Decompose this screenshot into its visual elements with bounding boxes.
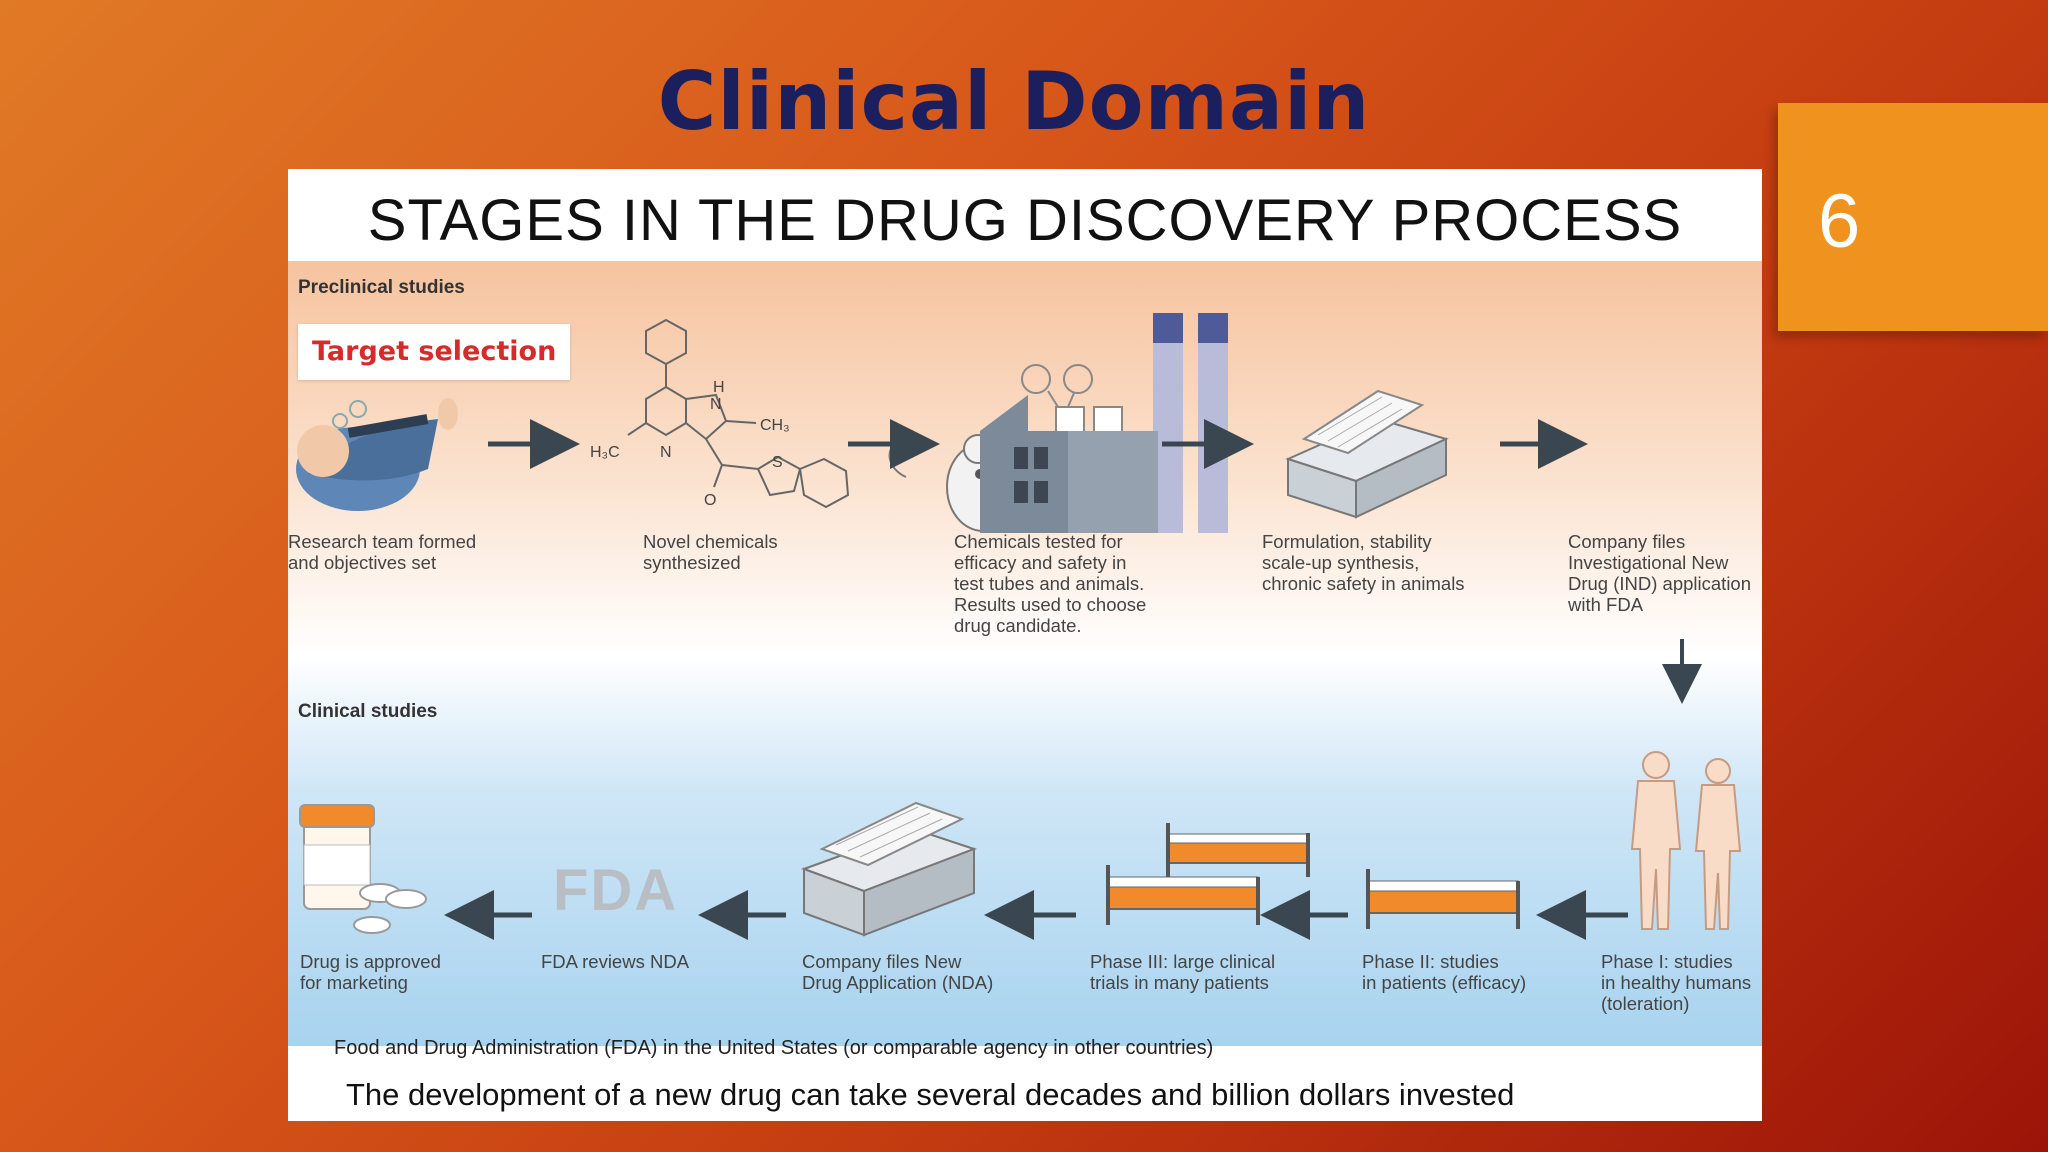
healthy-humans-icon <box>1630 751 1742 930</box>
fda-logo-text: FDA <box>553 858 679 923</box>
nda-document-icon <box>801 801 977 937</box>
caption-formulation: Formulation, stability scale-up synthesi… <box>1262 531 1465 594</box>
caption-ind-application: Company files Investigational New Drug (… <box>1568 531 1752 615</box>
caption-phase-2: Phase II: studies in patients (efficacy) <box>1362 951 1527 993</box>
footnote: Food and Drug Administration (FDA) in th… <box>334 1037 1214 1059</box>
caption-nda: Company files New Drug Application (NDA) <box>802 951 994 993</box>
slide-title: Clinical Domain <box>657 55 1371 148</box>
preclinical-label: Preclinical studies <box>298 277 465 298</box>
caption-phase-1: Phase I: studies in healthy humans (tole… <box>1601 951 1752 1014</box>
chem-label-n2: N <box>660 444 672 461</box>
phase-2-bed-icon <box>1366 869 1520 929</box>
caption-novel-chemicals: Novel chemicals synthesized <box>643 531 778 573</box>
clinical-label: Clinical studies <box>298 701 438 722</box>
chem-label-s: S <box>772 454 783 471</box>
chemical-structure-icon <box>627 318 850 509</box>
caption-chemicals-tested: Chemicals tested for efficacy and safety… <box>954 531 1147 636</box>
target-selection-label: Target selection <box>312 336 557 367</box>
figure-title: STAGES IN THE DRUG DISCOVERY PROCESS <box>367 188 1683 253</box>
caption-fda-review: FDA reviews NDA <box>541 951 690 972</box>
page-number: 6 <box>1818 179 1861 264</box>
pill-bottle-icon <box>299 804 427 934</box>
chem-label-ch3: CH₃ <box>760 417 790 434</box>
target-selection-box: Target selection <box>298 324 570 380</box>
chem-label-o: O <box>704 492 716 509</box>
caption-phase-3: Phase III: large clinical trials in many… <box>1090 951 1276 993</box>
chem-label-n1: N <box>710 396 722 413</box>
page-number-badge: 6 <box>1778 103 2048 331</box>
chem-label-h: H <box>713 379 725 396</box>
clinical-band <box>288 656 1762 1046</box>
chem-label-h3c: H₃C <box>590 444 620 461</box>
phase-3-beds-icon <box>1106 823 1310 925</box>
ind-document-icon <box>1285 389 1449 519</box>
summary-text: The development of a new drug can take s… <box>346 1077 1515 1112</box>
caption-drug-approved: Drug is approved for marketing <box>300 951 441 993</box>
drug-discovery-figure: STAGES IN THE DRUG DISCOVERY PROCESS Pre… <box>288 169 1762 1121</box>
diagram-artwork: H N CH₃ H₃C N S O <box>296 313 1742 940</box>
caption-research-team: Research team formed and objectives set <box>288 531 477 573</box>
researcher-icon <box>296 398 458 511</box>
factory-icon <box>980 313 1228 533</box>
